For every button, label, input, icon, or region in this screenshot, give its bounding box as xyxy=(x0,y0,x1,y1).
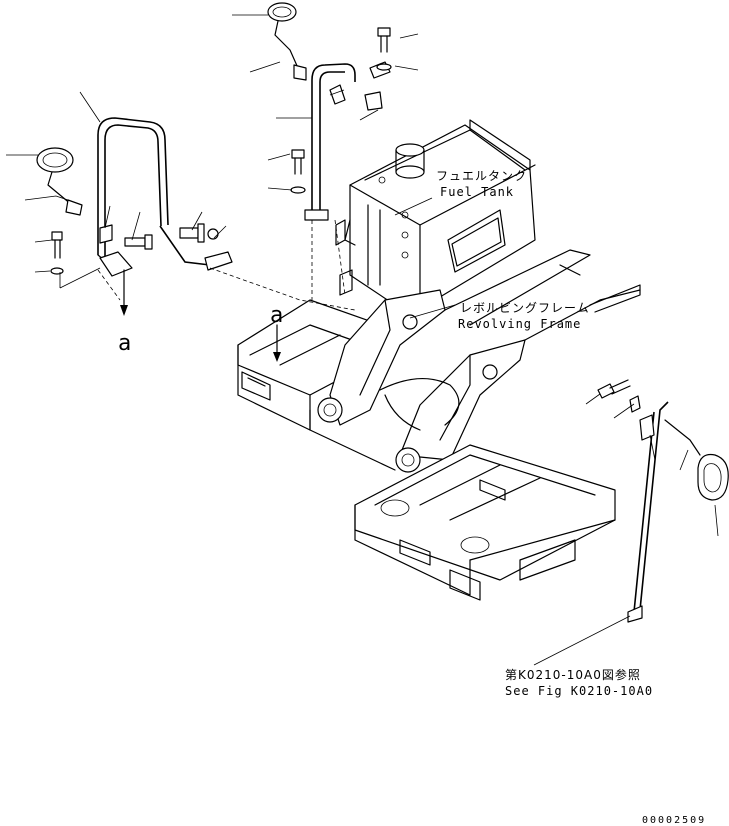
ref-a-center: a xyxy=(270,303,283,328)
revolving-frame-label-en: Revolving Frame xyxy=(458,317,581,331)
bolt-left xyxy=(50,231,64,275)
fuel-tank-label-jp: フュエルタンク xyxy=(436,169,527,183)
bolt-mid-center xyxy=(290,149,306,194)
handrail-left xyxy=(97,117,233,277)
see-fig-label-jp: 第K0210-10A0図参照 xyxy=(505,667,641,682)
mirror-left xyxy=(36,147,83,216)
mirror-post-center xyxy=(267,2,391,221)
arrow-a-center xyxy=(273,324,281,362)
handrail-right xyxy=(597,379,729,623)
fuel-tank xyxy=(335,119,536,316)
leader-lines xyxy=(6,14,719,666)
revolving-frame xyxy=(237,249,641,601)
bolt-top-center xyxy=(376,27,392,71)
ref-a-left: a xyxy=(118,331,131,356)
drawing-number: 00002509 xyxy=(642,815,706,826)
see-fig-label-en: See Fig K0210-10A0 xyxy=(505,684,653,698)
arrow-a-left xyxy=(120,269,128,316)
revolving-frame-label-jp: レボルビングフレーム xyxy=(460,301,590,315)
fuel-tank-label-en: Fuel Tank xyxy=(440,185,514,199)
